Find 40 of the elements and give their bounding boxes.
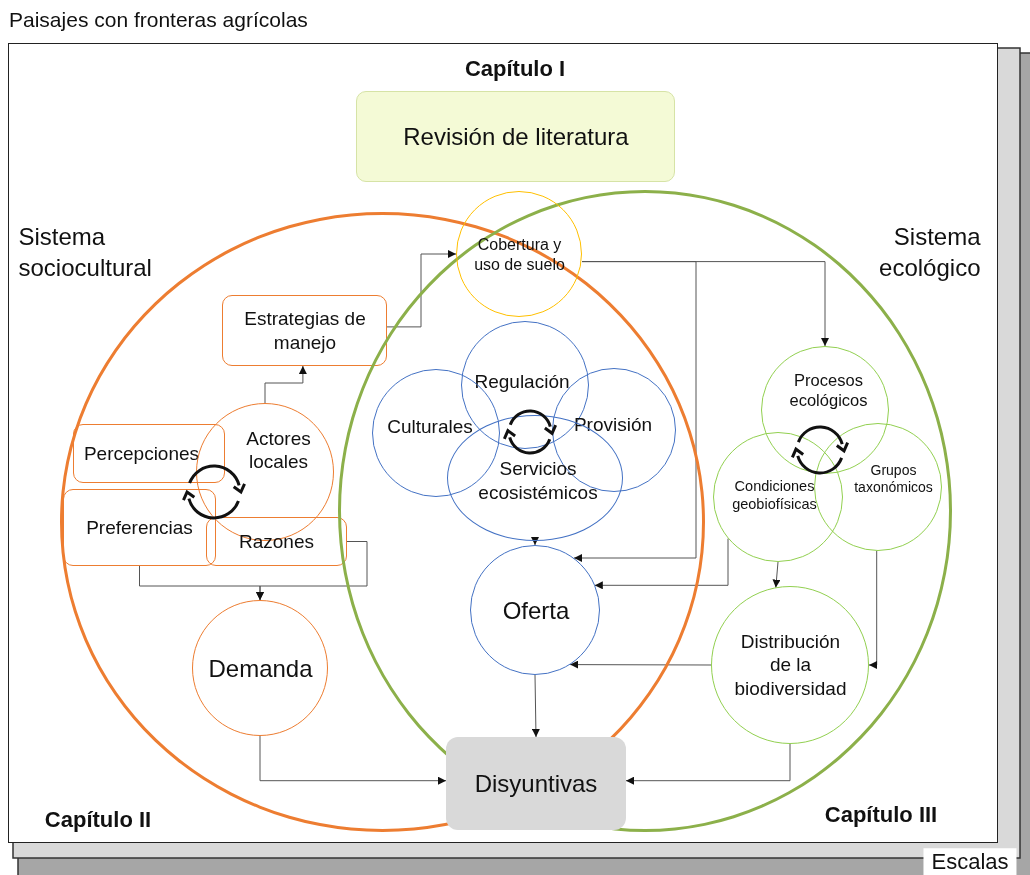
chapter-heading: Capítulo I [463, 55, 567, 82]
chapter-heading: Capítulo III [824, 801, 938, 829]
region-heading: Sistema ecológico [878, 221, 981, 283]
node-label: Oferta [501, 596, 571, 626]
node-label: Culturales [386, 415, 474, 439]
node-label: Razones [238, 529, 315, 554]
connector-arrow [625, 743, 790, 785]
node-label: Procesos ecológicos [788, 369, 869, 412]
connector-arrow [255, 540, 367, 600]
process-box [221, 294, 387, 366]
process-box [62, 488, 216, 566]
process-box [72, 423, 225, 483]
node-label: Servicios ecosistémicos [477, 457, 599, 505]
connector-arrow [259, 735, 446, 785]
node-label: Revisión de literatura [402, 122, 630, 152]
node-label: Regulación [473, 370, 571, 394]
node-label: Actores locales [245, 426, 312, 475]
connector-arrow [573, 260, 696, 562]
region-heading: Sistema sociocultural [18, 221, 153, 283]
node-label: Disyuntivas [473, 768, 599, 799]
node-label: Percepciones [82, 441, 201, 466]
connector-arrow [264, 365, 307, 403]
node-label: Grupos taxonómicos [853, 461, 934, 496]
layer-label: Escalas [923, 848, 1017, 875]
connector-arrow [868, 550, 877, 669]
process-box [205, 516, 347, 566]
process-box [446, 737, 626, 830]
node-label: Demanda [207, 653, 314, 684]
connector-arrow [593, 537, 728, 589]
node-label: Condiciones geobiofísicas [731, 476, 818, 513]
connector-arrow [772, 561, 780, 588]
connector-arrow [569, 660, 711, 669]
diagram-heading: Paisajes con fronteras agrícolas [9, 8, 308, 32]
connector-arrow [530, 536, 539, 545]
connector-arrow [531, 674, 540, 737]
connector-arrow [386, 249, 456, 327]
chapter-heading: Capítulo II [44, 806, 152, 834]
node-label: Preferencias [85, 515, 194, 540]
node-label: Estrategias de manejo [243, 307, 367, 355]
node-label: Distribución de la biodiversidad [733, 629, 848, 702]
